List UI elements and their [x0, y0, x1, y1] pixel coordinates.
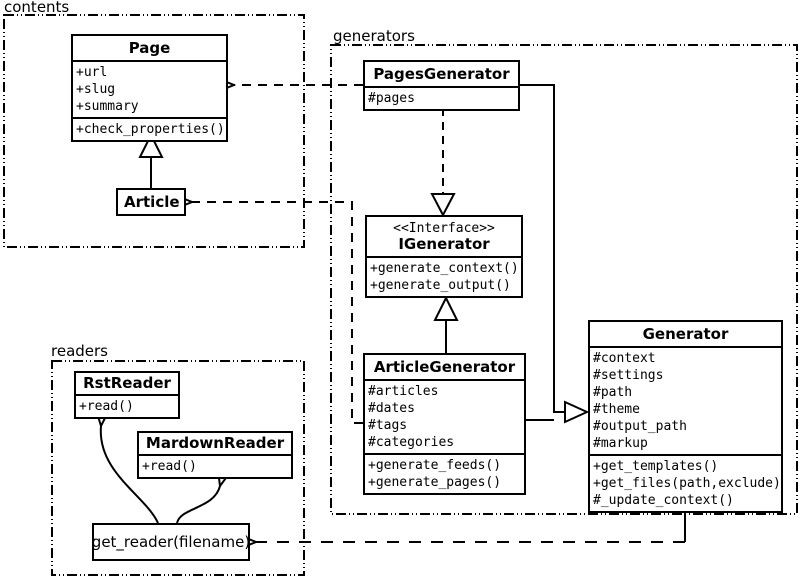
- class-rstreader-title: RstReader: [83, 374, 171, 392]
- edge-getreader-to-rstreader: [101, 426, 159, 524]
- method: #_update_context(): [593, 493, 734, 508]
- class-mardownreader-title: MardownReader: [145, 434, 285, 452]
- class-mardownreader[interactable]: MardownReader +read(): [137, 431, 293, 479]
- edge-getreader-to-mardownreader: [176, 486, 220, 524]
- class-articlegenerator-title: ArticleGenerator: [373, 358, 516, 376]
- attribute: +url: [76, 65, 108, 80]
- method: +generate_context(): [370, 261, 519, 276]
- class-pagesgenerator[interactable]: PagesGenerator #pages: [363, 60, 520, 111]
- attribute: #tags: [368, 418, 408, 433]
- class-page-attributes: +url +slug +summary: [73, 60, 226, 117]
- class-rstreader-methods: +read(): [76, 394, 178, 417]
- class-generator-attributes: #context #settings #path #theme #output_…: [590, 346, 781, 454]
- class-igenerator-stereotype: <<Interface>>: [393, 221, 495, 236]
- attribute: #articles: [368, 384, 439, 399]
- attribute: #theme: [593, 402, 640, 417]
- method: +generate_pages(): [368, 475, 502, 490]
- triangle-arrowhead-igenerator-top: [430, 193, 456, 218]
- package-contents-border: [3, 14, 305, 248]
- package-label-generators: generators: [333, 27, 415, 45]
- method: +get_files(path,exclude): [593, 476, 781, 491]
- attribute: #dates: [368, 401, 415, 416]
- class-page-title: Page: [128, 39, 171, 57]
- class-generator-methods: +get_templates() +get_files(path,exclude…: [590, 454, 781, 511]
- class-article-title: Article: [124, 193, 180, 211]
- class-mardownreader-methods: +read(): [139, 454, 291, 477]
- package-label-readers: readers: [51, 342, 108, 360]
- package-generators-border: [330, 44, 798, 515]
- class-igenerator[interactable]: <<Interface>> IGenerator +generate_conte…: [365, 215, 523, 298]
- class-pagesgenerator-title: PagesGenerator: [373, 65, 510, 83]
- attribute: +summary: [76, 99, 139, 114]
- method: +get_templates(): [593, 459, 719, 474]
- class-articlegenerator-methods: +generate_feeds() +generate_pages(): [365, 453, 524, 493]
- package-readers-border: [51, 360, 305, 576]
- attribute: #settings: [593, 368, 664, 383]
- class-igenerator-title: IGenerator: [398, 235, 490, 253]
- attribute: #output_path: [593, 419, 687, 434]
- node-get-reader[interactable]: get_reader(filename): [92, 523, 250, 561]
- class-igenerator-methods: +generate_context() +generate_output(): [367, 256, 521, 296]
- triangle-arrowhead-generator: [564, 400, 590, 424]
- class-articlegenerator-attributes: #articles #dates #tags #categories: [365, 379, 524, 453]
- method: +generate_output(): [370, 278, 511, 293]
- class-generator[interactable]: Generator #context #settings #path #them…: [588, 320, 783, 513]
- edge-pagesgenerator-to-generator: [519, 84, 565, 413]
- attribute: #path: [593, 385, 633, 400]
- class-article[interactable]: Article: [116, 188, 186, 216]
- attribute: #context: [593, 351, 656, 366]
- triangle-arrowhead-igenerator-bottom: [433, 295, 459, 321]
- class-page-methods: +check_properties(): [73, 117, 226, 140]
- class-rstreader[interactable]: RstReader +read(): [74, 371, 180, 419]
- method: +read(): [142, 459, 197, 474]
- triangle-arrowhead-page: [138, 132, 164, 158]
- package-label-contents: contents: [4, 0, 70, 16]
- method: +read(): [79, 399, 134, 414]
- attribute: #markup: [593, 436, 648, 451]
- method: +generate_feeds(): [368, 458, 502, 473]
- method: +check_properties(): [76, 122, 225, 137]
- class-generator-title: Generator: [642, 325, 729, 343]
- attribute: #pages: [368, 91, 415, 106]
- class-articlegenerator[interactable]: ArticleGenerator #articles #dates #tags …: [363, 353, 526, 495]
- node-get-reader-label: get_reader(filename): [91, 533, 251, 551]
- edge-articlegenerator-to-article: [192, 202, 363, 424]
- attribute: #categories: [368, 435, 455, 450]
- class-page[interactable]: Page +url +slug +summary +check_properti…: [71, 34, 228, 142]
- attribute: +slug: [76, 82, 116, 97]
- class-pagesgenerator-attributes: #pages: [365, 86, 518, 109]
